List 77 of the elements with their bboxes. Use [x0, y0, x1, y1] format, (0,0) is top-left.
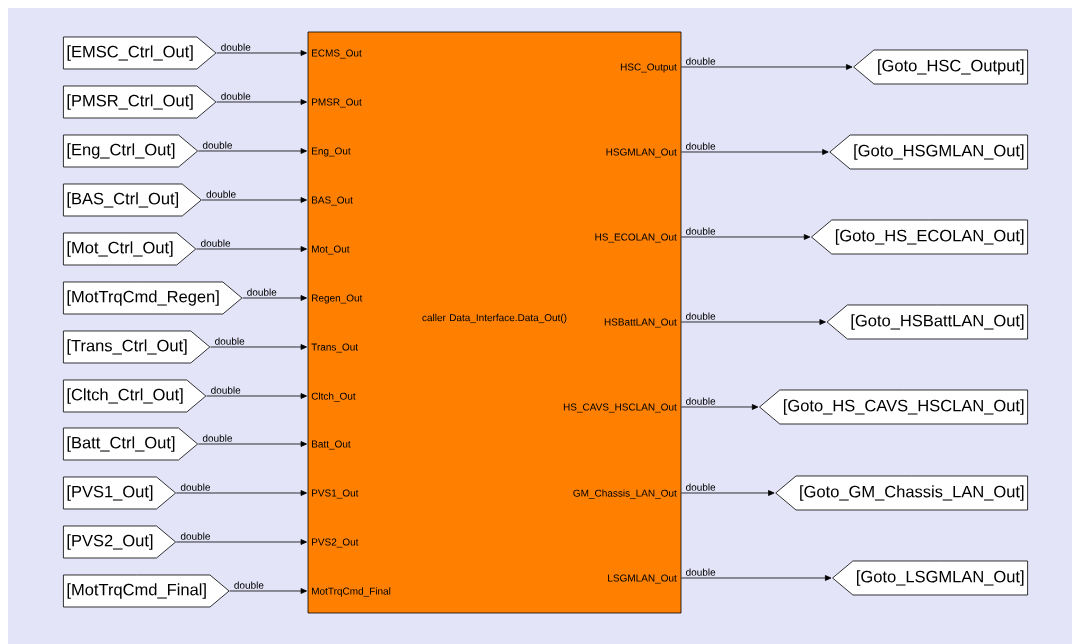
signal-line — [175, 539, 307, 545]
goto-tag: [Goto_HSBattLAN_Out] — [826, 304, 1028, 340]
edge-label: double — [684, 396, 717, 406]
port-label: PVS2_Out — [312, 538, 359, 548]
signal-line — [196, 246, 307, 252]
edge-label: double — [179, 482, 212, 492]
signal-line — [681, 575, 832, 581]
signal-line — [681, 234, 811, 240]
from-tag: [MotTrqCmd_Regen] — [63, 281, 243, 315]
from-tag: [Eng_Ctrl_Out] — [63, 134, 198, 168]
edge-label: double — [219, 91, 252, 101]
signal-line — [175, 490, 307, 496]
port-label: HS_CAVS_HSCLAN_Out — [563, 403, 677, 413]
signal-line — [206, 393, 307, 399]
signal-line — [681, 404, 759, 410]
signal-line — [681, 149, 829, 155]
from-tag: [PMSR_Ctrl_Out] — [63, 85, 217, 119]
port-label: BAS_Out — [312, 196, 353, 206]
port-label: Regen_Out — [312, 294, 363, 304]
port-label: GM_Chassis_LAN_Out — [573, 489, 677, 499]
from-tag: [MotTrqCmd_Final] — [63, 574, 230, 608]
port-label: ECMS_Out — [312, 49, 362, 59]
port-label: HSBattLAN_Out — [604, 318, 677, 328]
port-label: Mot_Out — [312, 245, 350, 255]
edge-label: double — [201, 140, 234, 150]
goto-tag: [Goto_HSGMLAN_Out] — [829, 134, 1028, 170]
edge-label: double — [684, 482, 717, 492]
port-label: Batt_Out — [312, 440, 351, 450]
edge-label: double — [209, 385, 242, 395]
edge-label: double — [213, 336, 246, 346]
signal-line — [681, 64, 853, 70]
from-tag: [Trans_Ctrl_Out] — [63, 330, 211, 364]
edge-label: double — [219, 42, 252, 52]
edge-label: double — [684, 311, 717, 321]
signal-line — [201, 197, 307, 203]
edge-label: double — [684, 567, 717, 577]
port-label: Eng_Out — [312, 147, 351, 157]
signal-line — [216, 99, 307, 105]
signal-line — [229, 588, 307, 594]
port-label: Cltch_Out — [311, 392, 356, 402]
signal-line — [216, 50, 307, 56]
edge-label: double — [684, 56, 717, 66]
edge-label: double — [232, 580, 265, 590]
from-tag: [PVS2_Out] — [63, 525, 176, 559]
from-tag: [BAS_Ctrl_Out] — [63, 183, 202, 217]
signal-line — [681, 319, 826, 325]
port-label: HSC_Output — [620, 63, 677, 73]
block-caption: caller Data_Interface.Data_Out() — [422, 313, 567, 324]
edge-label: double — [179, 531, 212, 541]
from-tag: [EMSC_Ctrl_Out] — [63, 36, 217, 70]
port-label: MotTrqCmd_Final — [312, 587, 391, 597]
port-label: PMSR_Out — [312, 98, 362, 108]
port-label: LSGMLAN_Out — [608, 574, 677, 584]
edge-label: double — [684, 141, 717, 151]
edge-label: double — [245, 287, 278, 297]
from-tag: [Cltch_Ctrl_Out] — [63, 379, 207, 413]
signal-line — [681, 490, 775, 496]
goto-tag: [Goto_HSC_Output] — [853, 49, 1028, 85]
port-label: HS_ECOLAN_Out — [595, 233, 677, 243]
edge-label: double — [684, 226, 717, 236]
from-tag: [Batt_Ctrl_Out] — [63, 427, 198, 461]
signal-line — [197, 441, 307, 447]
port-label: Trans_Out — [311, 343, 358, 353]
port-label: HSGMLAN_Out — [606, 148, 677, 158]
goto-tag: [Goto_LSGMLAN_Out] — [832, 560, 1028, 596]
signal-line — [210, 344, 307, 350]
edge-label: double — [199, 238, 232, 248]
goto-tag: [Goto_HS_CAVS_HSCLAN_Out] — [759, 389, 1028, 425]
port-label: PVS1_Out — [312, 489, 359, 499]
edge-label: double — [205, 189, 238, 199]
goto-tag: [Goto_GM_Chassis_LAN_Out] — [775, 475, 1028, 511]
edge-label: double — [201, 433, 234, 443]
from-tag: [Mot_Ctrl_Out] — [63, 232, 197, 266]
goto-tag: [Goto_HS_ECOLAN_Out] — [811, 219, 1028, 255]
from-tag: [PVS1_Out] — [63, 476, 176, 510]
signal-line — [197, 148, 307, 154]
signal-line — [242, 295, 307, 301]
